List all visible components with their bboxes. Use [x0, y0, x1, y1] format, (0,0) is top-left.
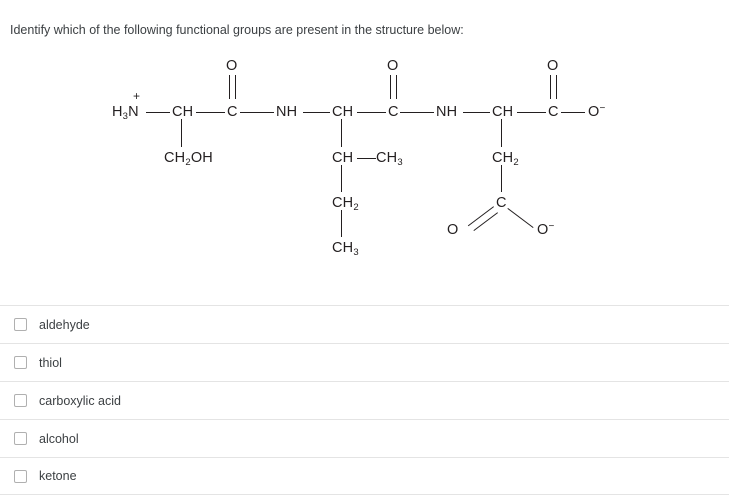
bond-ch2-sidechain-ch	[341, 119, 342, 147]
bond-sidechain-ch2-c	[501, 165, 502, 192]
carbonyl-oxygen-2: O	[387, 58, 399, 74]
double-bond-3-left	[550, 75, 551, 99]
sidechain-ch2oh: CH2OH	[164, 150, 213, 168]
bond-ch-c-3	[517, 112, 546, 113]
carboxylate-oxygen-double: O	[447, 222, 459, 238]
double-bond-2-left	[390, 75, 391, 99]
n-terminus-charge: +	[133, 89, 141, 103]
bond-c-nh-2	[400, 112, 434, 113]
option-label-ketone: ketone	[39, 469, 77, 483]
sidechain-ch2-asp: CH2	[492, 150, 519, 168]
double-bond-2-right	[396, 75, 397, 99]
bond-nh-ch-2	[303, 112, 330, 113]
bond-sidechain-ch-ch2	[341, 165, 342, 192]
sidechain-carboxylate-c: C	[496, 195, 507, 211]
chemical-structure-diagram: + H3N CH C NH CH C NH CH C O− O O O CH2O…	[0, 55, 729, 275]
bond-ch-c-1	[196, 112, 225, 113]
sidechain-ch3-branch: CH3	[376, 150, 403, 168]
bond-ch1-ch2oh	[181, 119, 182, 147]
atom-nh-2: NH	[436, 104, 458, 120]
bond-ch-c-2	[357, 112, 386, 113]
atom-h3n: H3N	[112, 104, 139, 122]
carbonyl-oxygen-1: O	[226, 58, 238, 74]
checkbox-alcohol[interactable]	[14, 432, 27, 445]
page-title: Identify which of the following function…	[10, 23, 464, 37]
bond-sidechain-ch-ch3	[357, 158, 376, 159]
bond-nh-ch-3	[463, 112, 490, 113]
double-bond-1-left	[229, 75, 230, 99]
atom-o-terminal: O−	[588, 103, 606, 120]
carboxylate-oxygen-anion: O−	[537, 221, 555, 238]
option-label-alcohol: alcohol	[39, 431, 79, 446]
carboxylate-double-bond-b	[473, 212, 498, 232]
option-row-alcohol[interactable]: alcohol	[0, 419, 729, 457]
option-row-carboxylic-acid[interactable]: carboxylic acid	[0, 381, 729, 419]
bond-ch3-sidechain-ch2	[501, 119, 502, 147]
sidechain-ch-iso: CH	[332, 150, 354, 166]
sidechain-ch2-iso: CH2	[332, 195, 359, 213]
carboxylate-single-bond	[507, 208, 534, 229]
checkbox-thiol[interactable]	[14, 356, 27, 369]
atom-c-3: C	[548, 104, 559, 120]
option-label-aldehyde: aldehyde	[39, 317, 90, 332]
option-label-thiol: thiol	[39, 355, 62, 370]
double-bond-3-right	[556, 75, 557, 99]
atom-c-2: C	[388, 104, 399, 120]
double-bond-1-right	[235, 75, 236, 99]
atom-ch-2: CH	[332, 104, 354, 120]
checkbox-carboxylic-acid[interactable]	[14, 394, 27, 407]
atom-c-1: C	[227, 104, 238, 120]
checkbox-aldehyde[interactable]	[14, 318, 27, 331]
checkbox-ketone[interactable]	[14, 469, 27, 483]
bond-h3n-ch	[146, 112, 170, 113]
bond-c-nh-1	[240, 112, 274, 113]
option-label-carboxylic-acid: carboxylic acid	[39, 393, 121, 408]
option-row-thiol[interactable]: thiol	[0, 343, 729, 381]
atom-nh-1: NH	[276, 104, 298, 120]
sidechain-ch3-terminal: CH3	[332, 240, 359, 258]
bond-c-o-terminal	[561, 112, 585, 113]
atom-ch-3: CH	[492, 104, 514, 120]
option-row-ketone[interactable]: ketone	[0, 457, 729, 495]
carbonyl-oxygen-3: O	[547, 58, 559, 74]
bond-sidechain-ch2-ch3	[341, 210, 342, 237]
answer-options-list: aldehyde thiol carboxylic acid alcohol k…	[0, 305, 729, 495]
option-row-aldehyde[interactable]: aldehyde	[0, 305, 729, 343]
atom-ch-1: CH	[172, 104, 194, 120]
